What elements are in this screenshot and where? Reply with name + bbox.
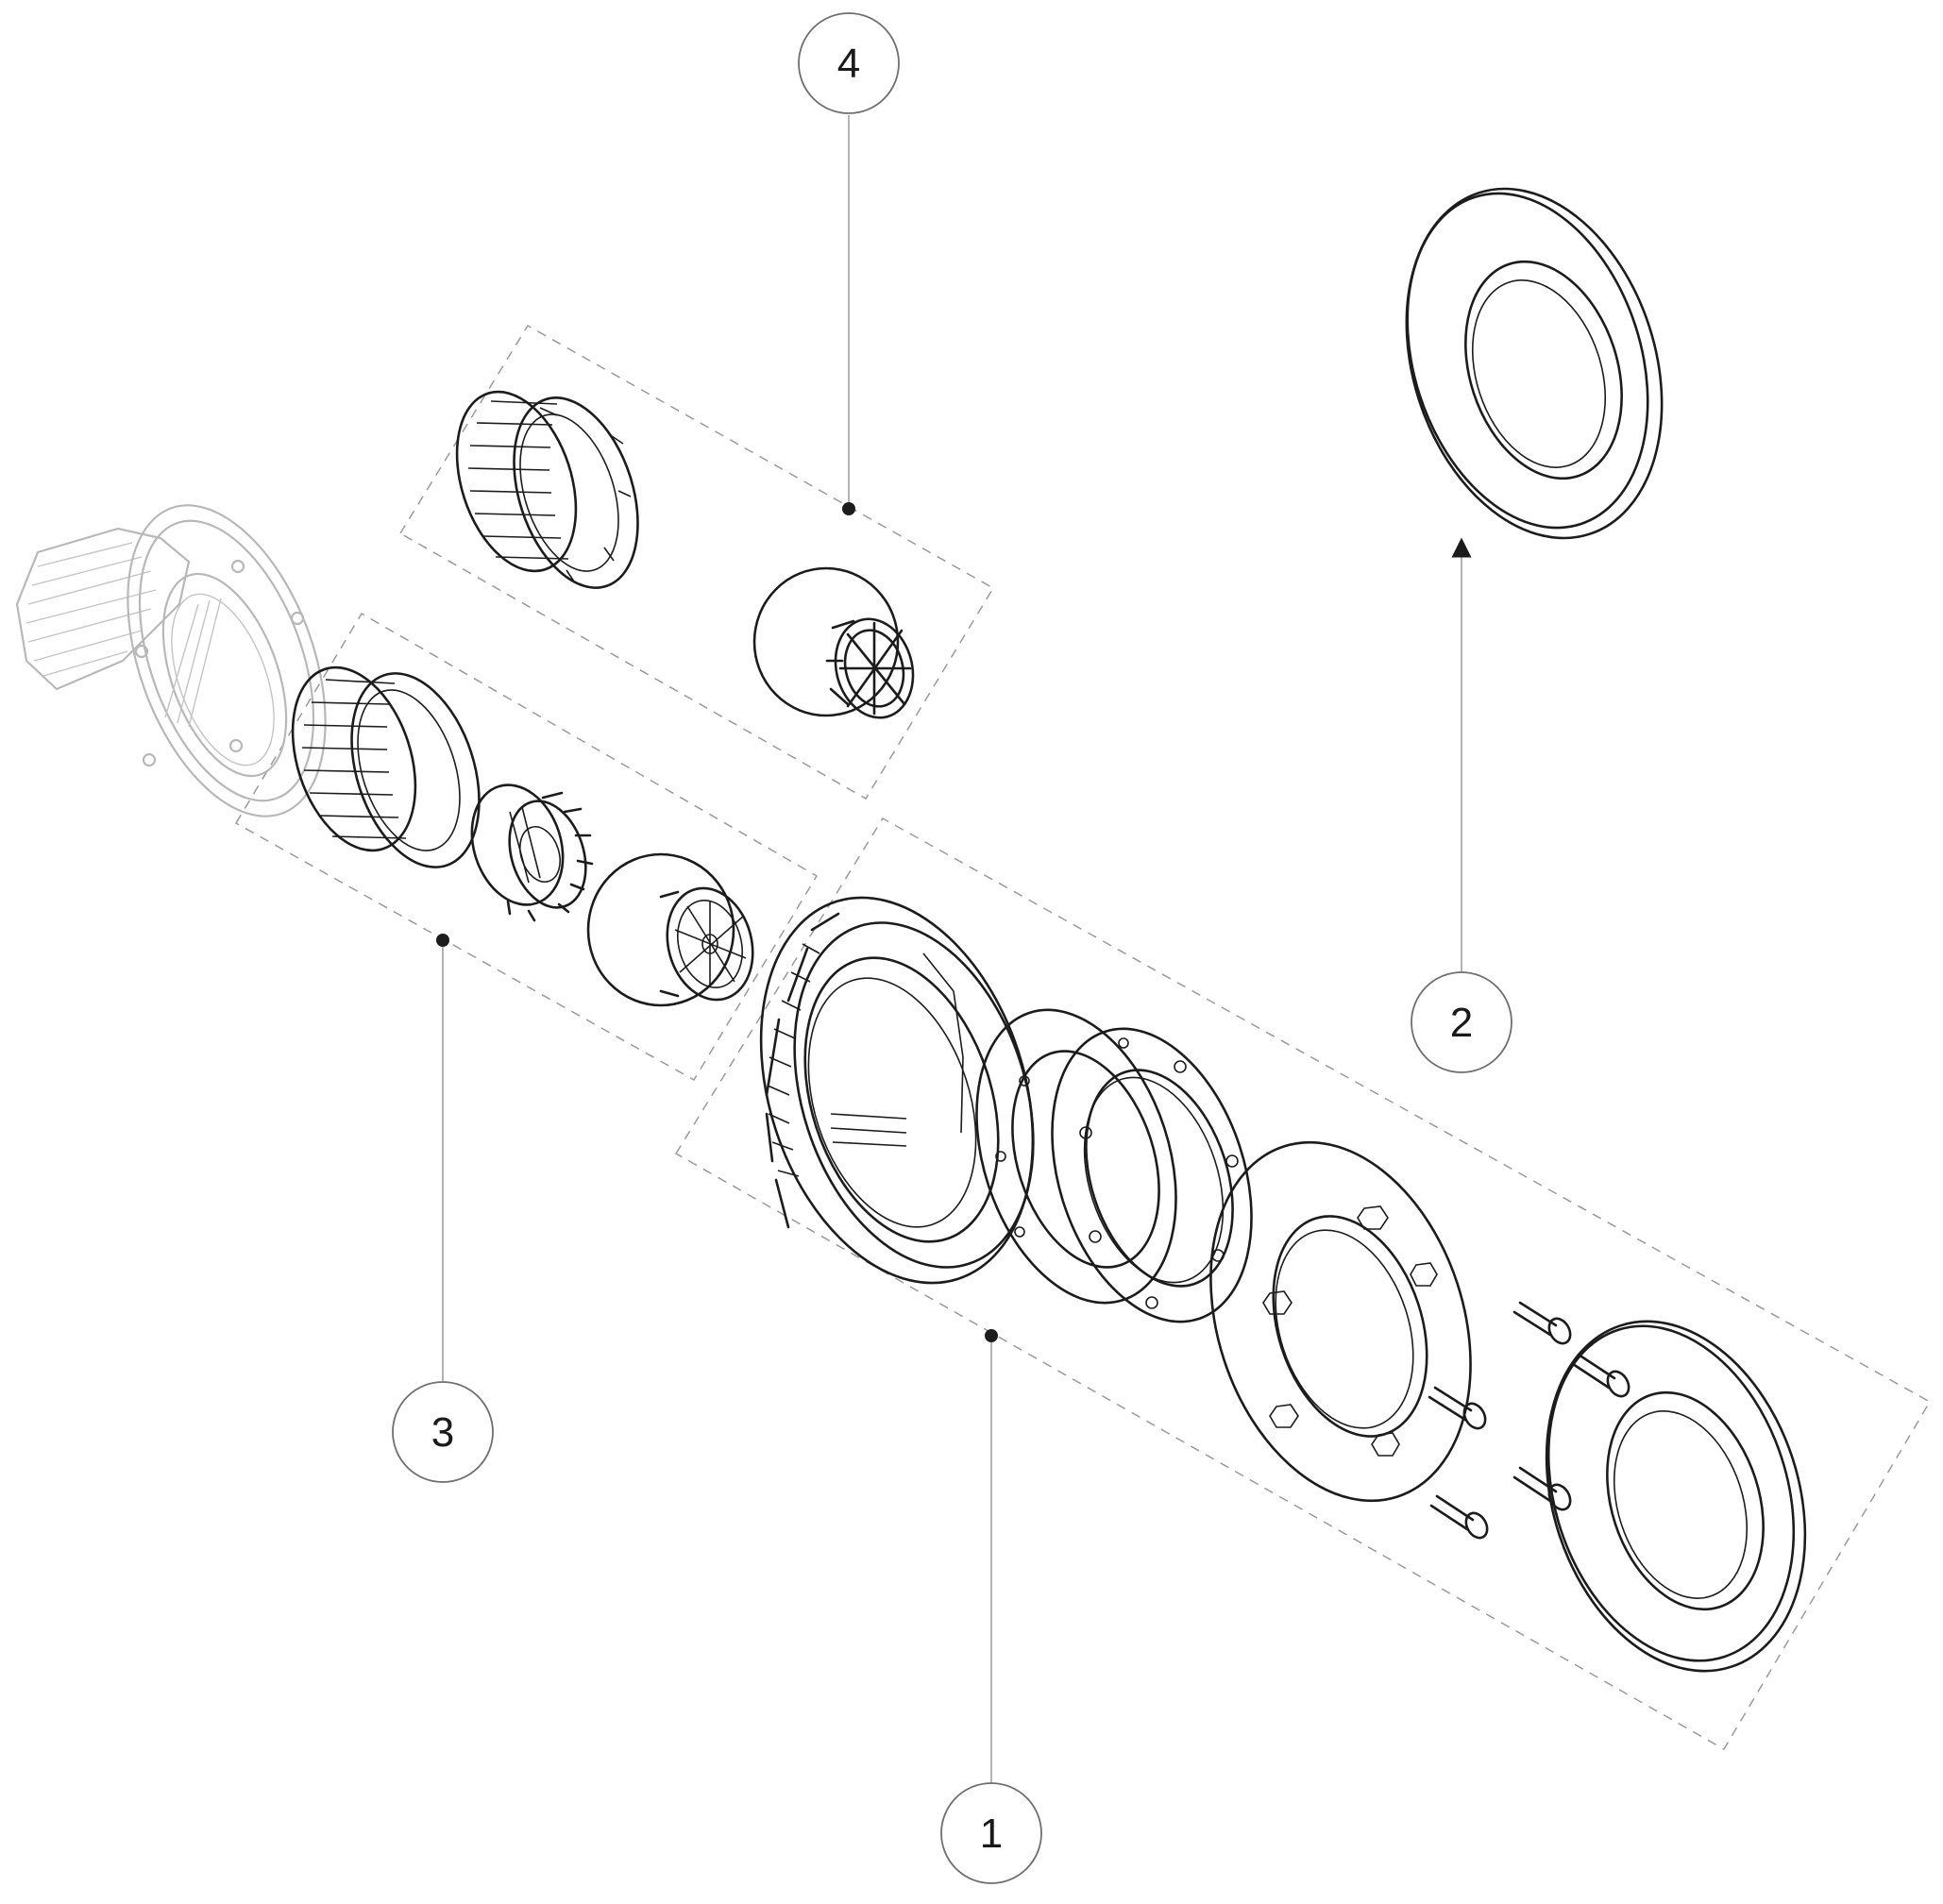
- part-1-flange-plate: [1209, 1140, 1472, 1503]
- part-1-cover-ring: [1545, 1320, 1807, 1673]
- callout-4: 4: [798, 12, 900, 114]
- part-3-finned-insert: [470, 784, 594, 922]
- callout-2: 2: [1411, 971, 1512, 1073]
- group-box-1: [674, 817, 1932, 1751]
- callout-4-label: 4: [837, 41, 860, 87]
- part-3-threaded-ring: [291, 666, 481, 868]
- part-1-screw-1: [1512, 1301, 1572, 1345]
- part-2-cover-ring: [1405, 187, 1664, 540]
- part-1-gasket-rear: [975, 1008, 1177, 1305]
- callout-2-label: 2: [1450, 1000, 1473, 1046]
- group-box-3: [234, 612, 819, 1082]
- part-3-eyeball: [586, 852, 754, 1007]
- part-1-screw-5: [1429, 1494, 1489, 1540]
- callout-3-label: 3: [431, 1409, 454, 1456]
- part-1-gasket-front: [1051, 1027, 1253, 1323]
- callout-1: 1: [940, 1782, 1042, 1884]
- leader-dot-1: [985, 1329, 998, 1342]
- leader-dot-4: [842, 502, 855, 515]
- group-box-4: [398, 324, 995, 800]
- wall-fitting-body-ghost: [15, 504, 327, 817]
- part-4-threaded-ring: [455, 390, 639, 589]
- leader-dot-3: [436, 934, 449, 947]
- part-1-screw-3: [1428, 1386, 1487, 1430]
- callout-1-label: 1: [980, 1811, 1003, 1857]
- part-4-eyeball: [752, 566, 915, 719]
- part-1-screw-2: [1571, 1353, 1630, 1398]
- part-1-screw-4: [1512, 1466, 1572, 1511]
- part-1-clamp-ring: [759, 896, 1035, 1285]
- callout-3: 3: [392, 1381, 494, 1483]
